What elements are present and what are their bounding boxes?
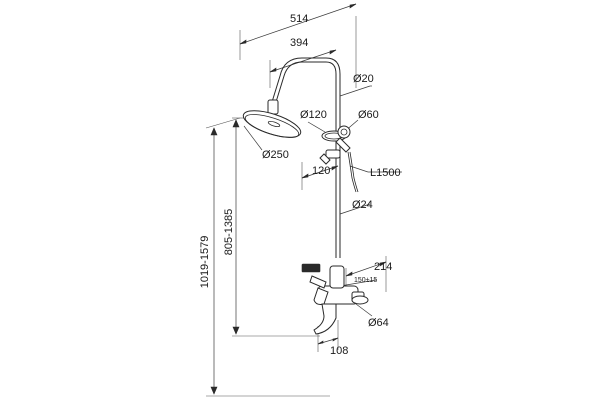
dimension-inlet-spacing: 150±15 [339, 277, 377, 287]
dimension-mixer-depth: 214 [345, 256, 392, 292]
holder-bracket [319, 149, 341, 165]
dimension-pipe-lower: Ø24 [339, 199, 373, 215]
dimension-flange: Ø64 [355, 303, 389, 329]
label-holder-offset: 120 [312, 165, 330, 177]
label-handshower: Ø120 [300, 109, 327, 121]
dimension-height-inner: 805-1385 [223, 117, 320, 337]
dimension-arm-reach: 394 [269, 37, 337, 88]
spout [313, 303, 337, 335]
label-overall-width: 514 [290, 13, 308, 25]
label-flange: Ø64 [368, 317, 389, 329]
mixer-body [301, 263, 369, 305]
label-spout: 108 [330, 345, 348, 357]
dimension-holder-offset: 120 [301, 162, 339, 190]
hand-shower [321, 125, 351, 153]
rain-shower-head [242, 99, 302, 138]
hose [347, 151, 359, 193]
overhead-arm [271, 57, 341, 258]
dimension-head: Ø250 [243, 125, 289, 161]
dimension-overall-width: 514 [239, 3, 357, 88]
label-pipe-upper: Ø20 [353, 73, 374, 85]
label-height-outer: 1019-1579 [199, 236, 211, 289]
label-inlet-spacing: 150±15 [354, 277, 377, 284]
label-mixer-depth: 214 [374, 261, 392, 273]
label-hose: L1500 [370, 167, 401, 179]
dimension-hose: L1500 [349, 165, 402, 179]
label-holder: Ø60 [358, 109, 379, 121]
label-head: Ø250 [262, 149, 289, 161]
label-arm-reach: 394 [290, 37, 308, 49]
dimension-pipe-upper: Ø20 [339, 73, 374, 97]
dimension-spout: 108 [317, 320, 348, 357]
label-pipe-lower: Ø24 [352, 199, 373, 211]
label-height-inner: 805-1385 [223, 209, 235, 256]
dimension-height-outer: 1019-1579 [199, 117, 330, 397]
dimension-handshower: Ø120 [300, 109, 327, 133]
